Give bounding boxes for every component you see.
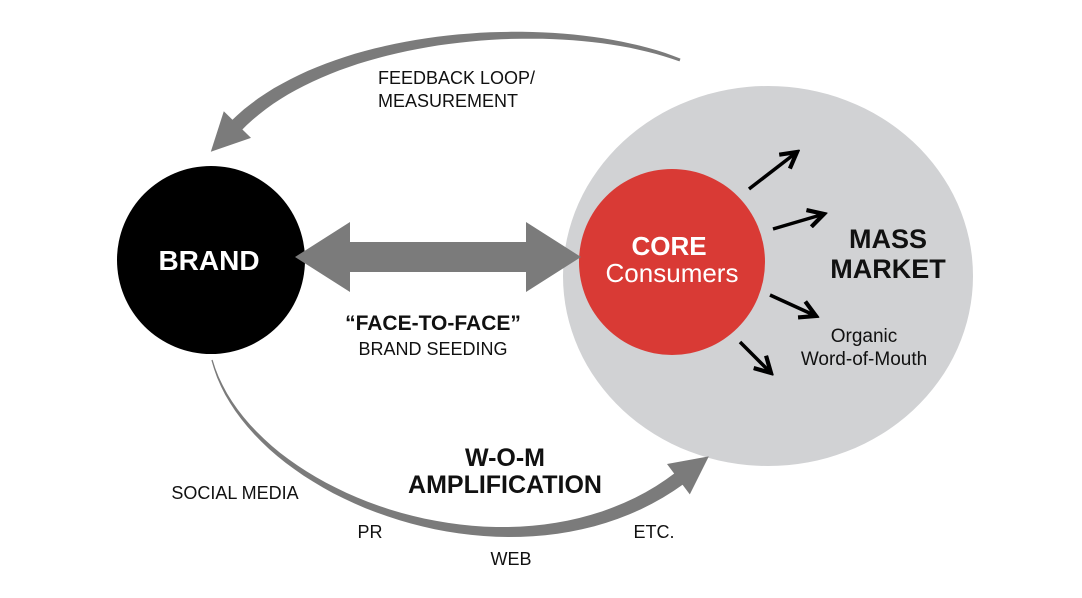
measurement-label: MEASUREMENT bbox=[378, 91, 518, 111]
face-to-face-label: “FACE-TO-FACE” bbox=[345, 312, 521, 335]
wom-arrow-head bbox=[667, 456, 709, 495]
feedback-loop-arrow bbox=[210, 31, 681, 152]
market-label: MARKET bbox=[830, 254, 946, 284]
spread-arrows bbox=[738, 152, 824, 373]
consumers-label: Consumers bbox=[606, 258, 739, 288]
wom-label: W-O-M bbox=[465, 444, 545, 472]
wom-amplification-arrow bbox=[211, 359, 709, 537]
face-to-face-double-arrow bbox=[295, 222, 581, 292]
core-consumers-circle bbox=[579, 169, 765, 355]
spread-arrow-2 bbox=[772, 214, 824, 231]
amplification-label: AMPLIFICATION bbox=[408, 471, 602, 499]
feedback-arrow-head bbox=[210, 111, 251, 152]
web-label: WEB bbox=[490, 549, 531, 569]
organic-label: Organic bbox=[831, 326, 898, 347]
mass-label: MASS bbox=[849, 224, 927, 254]
brand-label: BRAND bbox=[158, 245, 259, 276]
brand-seeding-label: BRAND SEEDING bbox=[358, 339, 507, 359]
feedback-loop-label: FEEDBACK LOOP/ bbox=[378, 68, 535, 88]
word-of-mouth-label: Word-of-Mouth bbox=[801, 349, 927, 370]
core-label: CORE bbox=[631, 231, 706, 261]
pr-label: PR bbox=[357, 522, 382, 542]
social-media-label: SOCIAL MEDIA bbox=[171, 483, 298, 503]
spread-arrow-1 bbox=[747, 152, 797, 191]
spread-arrow-3 bbox=[769, 293, 816, 316]
etc-label: ETC. bbox=[633, 522, 674, 542]
brand-circle bbox=[117, 166, 305, 354]
spread-arrow-4 bbox=[738, 340, 771, 373]
